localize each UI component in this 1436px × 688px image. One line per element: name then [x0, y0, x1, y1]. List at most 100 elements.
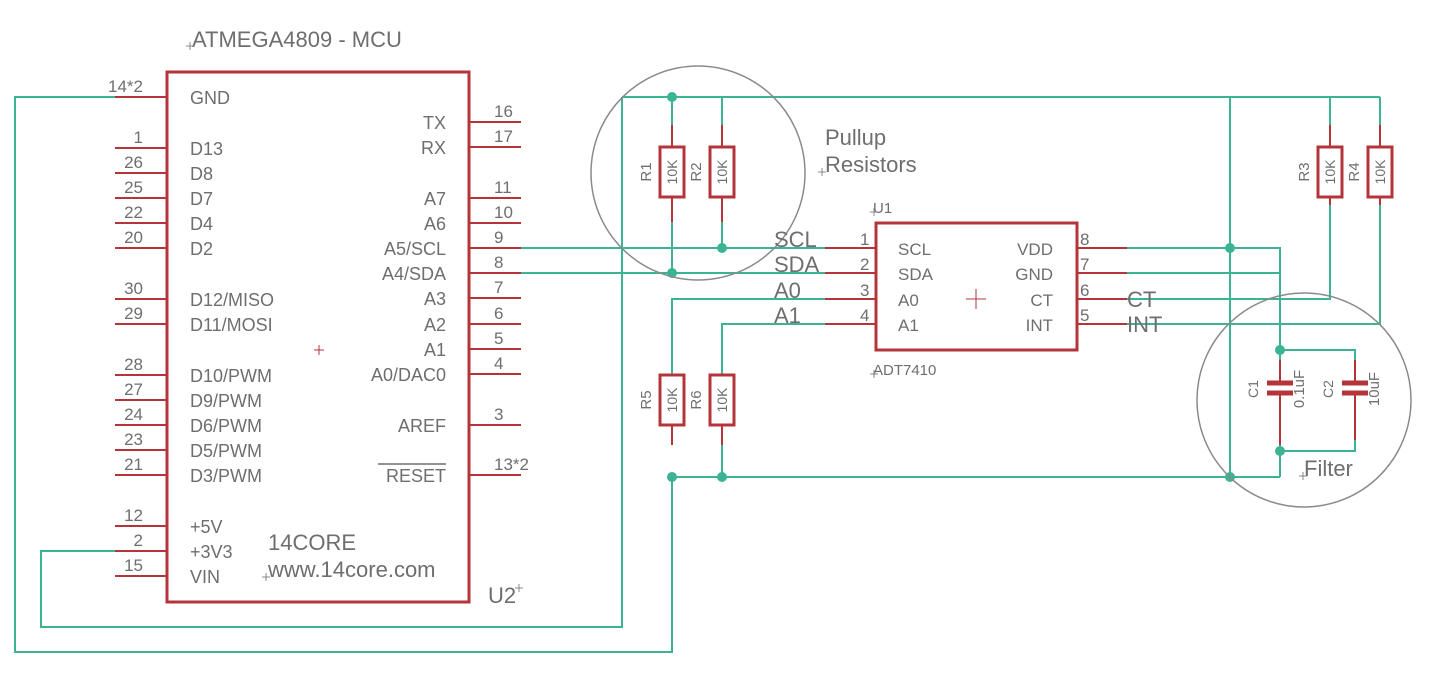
junctions — [667, 92, 1285, 482]
pin-number: 14*2 — [108, 77, 143, 96]
pin-label: A0/DAC0 — [371, 365, 446, 385]
pin-label: A3 — [424, 289, 446, 309]
pin-number: 21 — [124, 455, 143, 474]
resistor-ref: R3 — [1296, 162, 1313, 181]
wire-a1 — [721, 323, 825, 375]
resistor-body — [1316, 145, 1344, 199]
pin-number: 12 — [124, 506, 143, 525]
pin-number: 11 — [494, 178, 512, 197]
pin-number: 26 — [124, 153, 143, 172]
origin-cross-icon — [818, 168, 826, 176]
pin-label: A6 — [424, 214, 446, 234]
pin-number: 29 — [124, 304, 143, 323]
resistor-value: 10K — [664, 387, 680, 413]
resistor-body — [658, 373, 686, 427]
pin-label: A1 — [424, 340, 446, 360]
mcu-website: www.14core.com — [267, 557, 436, 582]
origin-cross-icon — [1299, 472, 1307, 480]
sensor-center-cross-icon — [966, 289, 986, 309]
net-label: SDA — [774, 252, 820, 277]
pin-number: 6 — [494, 304, 503, 323]
net-label: SCL — [774, 227, 817, 252]
pin-label: D2 — [190, 239, 213, 259]
junction-dot — [717, 472, 727, 482]
pin-label: D8 — [190, 164, 213, 184]
pin-label: TX — [423, 113, 446, 133]
pin-number: 7 — [1080, 255, 1089, 274]
resistor-value: 10K — [664, 159, 680, 185]
wire-a0 — [671, 298, 825, 375]
resistor-r5: 10K R5 — [638, 373, 686, 445]
filter-label: Filter — [1304, 456, 1353, 481]
pullup-label-line2: Resistors — [825, 152, 917, 177]
resistor-ref: R5 — [638, 390, 655, 409]
mcu-center-cross-icon — [314, 345, 324, 355]
capacitor-value: 10uF — [1366, 372, 1383, 406]
capacitor-value: 0.1uF — [1291, 370, 1308, 408]
pin-number: 6 — [1080, 281, 1089, 300]
mcu-body — [165, 70, 471, 604]
pullup-label-line1: Pullup — [825, 125, 886, 150]
pin-number: 20 — [124, 228, 143, 247]
sensor-ref: U1 — [873, 200, 892, 217]
junction-dot — [667, 472, 677, 482]
resistor-body — [1366, 145, 1394, 199]
pin-number: 2 — [134, 531, 143, 550]
pin-number: 4 — [860, 306, 869, 325]
capacitor-ref: C1 — [1245, 380, 1261, 398]
pin-label: A7 — [424, 189, 446, 209]
wire-c2-bottom — [1280, 440, 1356, 452]
wire-cap-top — [1280, 349, 1356, 360]
capacitor-c1: 0.1uF C1 — [1245, 360, 1308, 445]
pin-label: GND — [1015, 265, 1053, 284]
origin-cross-icon — [870, 370, 878, 378]
pin-number: 8 — [1080, 230, 1089, 249]
pin-label: +5V — [190, 517, 223, 537]
pullup-annotation-circle — [590, 65, 806, 281]
pin-number: 4 — [494, 354, 503, 373]
pin-number: 27 — [124, 380, 143, 399]
mcu-symbol: ATMEGA4809 - MCU 14CORE www.14core.com U… — [108, 27, 529, 608]
resistor-body — [708, 373, 736, 427]
junction-dot — [667, 92, 677, 102]
mcu-pin-right: 9A5/SCL — [384, 228, 521, 259]
pin-label: SCL — [898, 240, 931, 259]
resistor-value: 10K — [1372, 159, 1388, 185]
mcu-pin-right: 7A3 — [424, 278, 521, 309]
mcu-pin-left: 2+3V3 — [115, 531, 233, 562]
net-label: CT — [1127, 287, 1156, 312]
pin-number: 23 — [124, 430, 143, 449]
origin-cross-icon — [515, 584, 523, 592]
pin-number: 17 — [494, 127, 513, 146]
pin-label: D12/MISO — [190, 290, 274, 310]
pin-label: SDA — [898, 265, 934, 284]
net-label: A1 — [774, 303, 801, 328]
pin-label: RESET — [386, 466, 446, 486]
pin-label: A2 — [424, 315, 446, 335]
pin-label: RX — [421, 138, 446, 158]
pin-number: 13*2 — [494, 455, 529, 474]
